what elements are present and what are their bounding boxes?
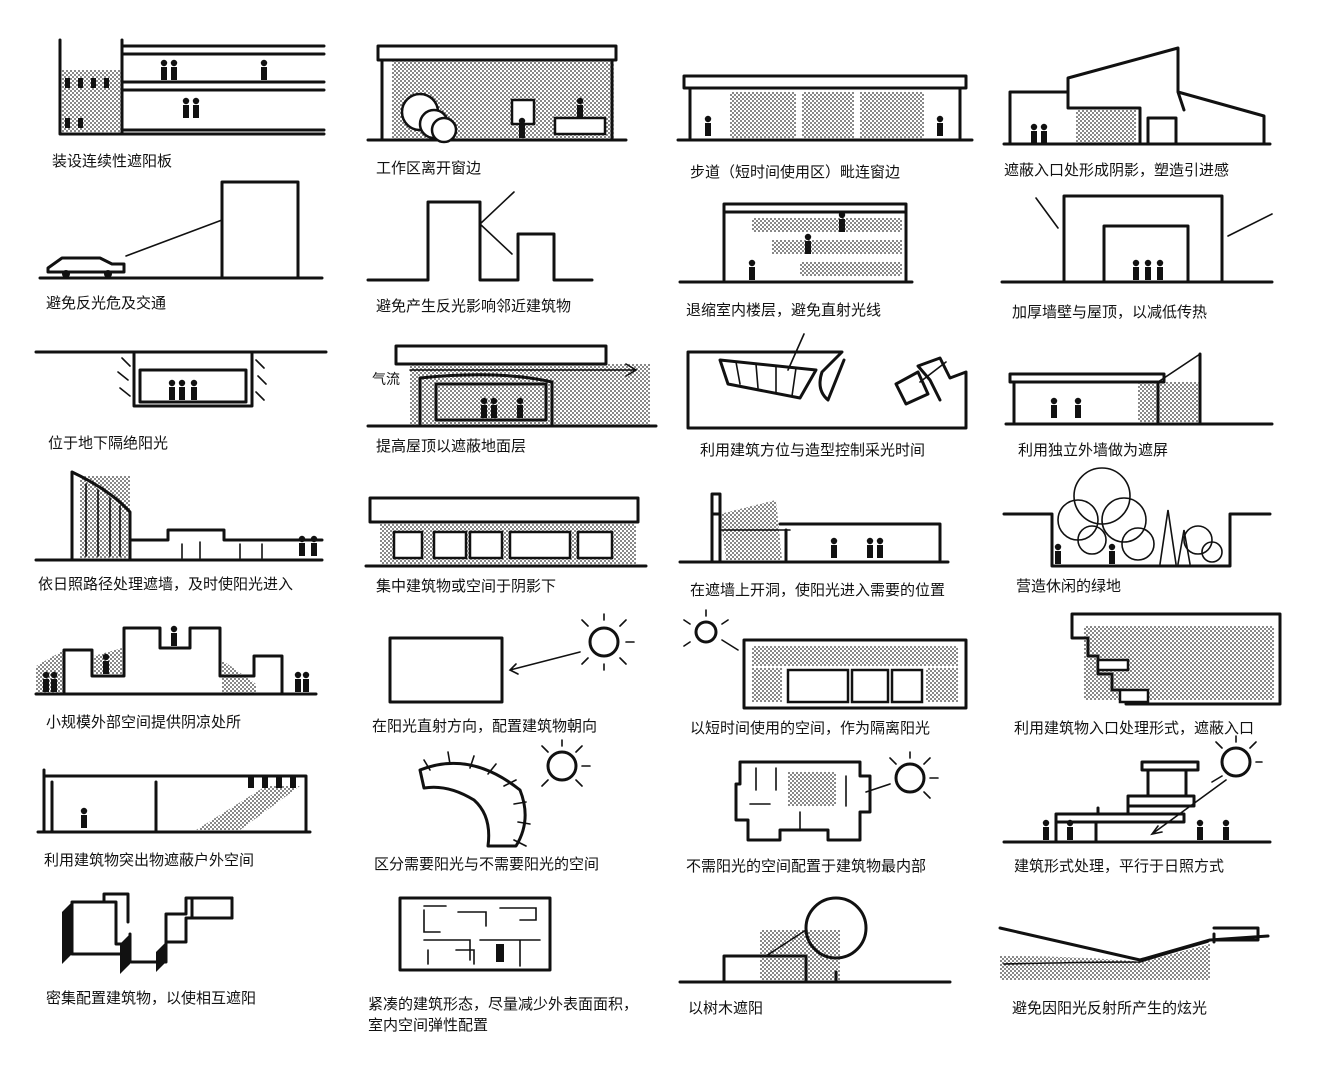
sketch-buffer-spaces	[683, 609, 968, 710]
caption-5: 避免反光危及交通	[46, 294, 167, 312]
caption-26: 紧凑的建筑形态，尽量减少外表面面积， 室内空间弹性配置	[368, 995, 639, 1034]
caption-1: 装设连续性遮阳板	[52, 152, 173, 170]
sketch-corridor-beside-window	[676, 74, 974, 142]
sketch-underground	[34, 350, 328, 408]
caption-4: 遮蔽入口处形成阴影，塑造引进感	[1004, 161, 1230, 179]
airflow-label: 气流	[372, 372, 400, 388]
sketch-sunpath-screen-wall	[34, 470, 324, 562]
caption-28: 避免因阳光反射所产生的炫光	[1012, 999, 1208, 1017]
sketch-independent-screen-wall	[1004, 352, 1274, 426]
sketch-work-zone-away-from-window	[366, 44, 628, 144]
sketch-opening-in-screen-wall	[678, 492, 950, 564]
sketch-innermost-spaces	[734, 751, 939, 842]
caption-27: 以树木遮阳	[688, 999, 764, 1017]
caption-24: 建筑形式处理，平行于日照方式	[1014, 857, 1225, 875]
caption-6: 避免产生反光影响邻近建筑物	[376, 297, 572, 315]
caption-21: 利用建筑物突出物遮蔽户外空间	[44, 851, 255, 869]
caption-11: 利用建筑方位与造型控制采光时间	[700, 441, 926, 459]
sketch-shaded-entrance	[1002, 46, 1272, 146]
caption-17: 小规模外部空间提供阴凉处所	[46, 713, 242, 731]
caption-9: 位于地下隔绝阳光	[48, 434, 169, 452]
caption-15: 在遮墙上开洞，使阳光进入需要的位置	[690, 581, 946, 599]
sketch-continuous-sunshade	[58, 38, 326, 136]
caption-3: 步道（短时间使用区）毗连窗边	[690, 163, 901, 181]
caption-16: 营造休闲的绿地	[1016, 577, 1122, 595]
sketch-leisure-green	[1002, 467, 1272, 568]
sketch-thick-walls-roof	[1000, 194, 1274, 284]
sketch-raised-roof	[366, 344, 658, 428]
sketch-avoid-reflection-neighbours	[366, 191, 594, 282]
caption-19: 以短时间使用的空间，作为隔离阳光	[690, 719, 931, 737]
sketch-avoid-reflected-glare	[998, 926, 1270, 980]
caption-25: 密集配置建筑物，以使相互遮阳	[46, 989, 257, 1007]
sketch-sunny-vs-shaded-spaces	[418, 739, 591, 848]
sketch-avoid-glare-traffic	[38, 180, 324, 280]
caption-8: 加厚墙壁与屋顶，以减低传热	[1012, 303, 1208, 321]
sketch-orientation-and-form	[686, 333, 968, 430]
sketch-recessed-floors	[678, 202, 914, 284]
sketch-projections-shade-outdoors	[36, 768, 312, 834]
caption-7: 退缩室内楼层，避免直射光线	[686, 301, 882, 319]
caption-14: 集中建筑物或空间于阴影下	[376, 577, 557, 595]
sketch-tree-shading	[678, 896, 952, 984]
caption-13: 依日照路径处理遮墙，及时使阳光进入	[38, 575, 294, 593]
sketch-orient-to-sun	[388, 613, 635, 704]
caption-10: 提高屋顶以遮蔽地面层	[376, 437, 527, 455]
sketch-dense-cluster	[62, 892, 234, 974]
caption-23: 不需阳光的空间配置于建筑物最内部	[686, 857, 927, 875]
sketch-spaces-in-shadow	[364, 496, 648, 568]
caption-18: 在阳光直射方向，配置建筑物朝向	[372, 717, 598, 735]
sketch-compact-form	[398, 896, 552, 972]
caption-22: 区分需要阳光与不需要阳光的空间	[374, 855, 600, 873]
caption-20: 利用建筑物入口处理形式，遮蔽入口	[1014, 719, 1255, 737]
sketch-parallel-to-sun	[1002, 735, 1272, 844]
sketch-entrance-form-shading	[1070, 612, 1282, 706]
caption-2: 工作区离开窗边	[376, 159, 482, 177]
caption-12: 利用独立外墙做为遮屏	[1018, 441, 1169, 459]
sketch-small-outdoor-spaces	[34, 625, 318, 696]
